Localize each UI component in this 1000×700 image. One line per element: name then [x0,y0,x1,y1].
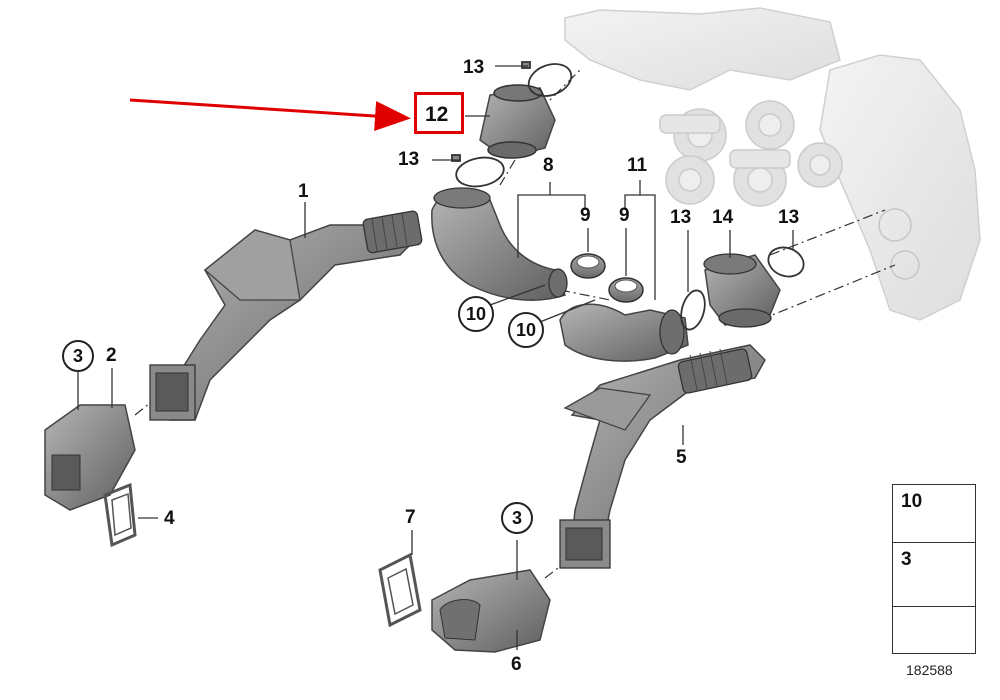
intake-pipe-8 [431,187,568,301]
clamp-13-mid [680,289,706,331]
leader-lines [77,65,794,650]
hose-14 [703,253,781,328]
callout-12: 12 [425,103,449,126]
callout-2: 2 [106,345,117,366]
duct-end-6 [431,569,551,653]
callout-9-right: 9 [619,205,630,226]
callout-6: 6 [511,654,522,675]
intake-pipe-11 [559,303,689,362]
hose-12 [479,84,556,159]
fastener-legend: 10 3 [892,484,976,654]
air-duct-5 [559,344,766,569]
duct-end-2 [44,404,136,511]
callout-1: 1 [298,181,309,202]
engine-illustration [564,7,981,321]
legend-cell-10: 10 [893,485,975,543]
callout-10-circled: 10 [458,296,494,332]
ring-9-left [570,253,606,279]
callout-9-left: 9 [580,205,591,226]
callout-4: 4 [164,508,175,529]
callout-14: 14 [712,207,734,228]
clamp-13-lower [451,154,505,188]
callout-7: 7 [405,507,416,528]
callout-13-top: 13 [463,57,485,78]
bracket-4 [103,482,137,548]
callout-13-mid: 13 [670,207,692,228]
clamp-13-top [521,61,573,97]
pointer-arrow [129,98,411,132]
air-duct-1 [149,210,423,421]
bracket-7 [378,552,422,628]
ring-9-right [608,277,644,303]
callout-10-circled-lower: 10 [508,312,544,348]
highlight-box [414,92,464,134]
clamp-13-right [767,246,805,278]
legend-label-3: 3 [901,549,912,570]
callout-11: 11 [627,155,648,176]
callout-13-right: 13 [778,207,800,228]
diagram-reference-number: 182588 [906,662,953,678]
callout-8: 8 [543,155,554,176]
legend-label-10: 10 [901,491,923,512]
callout-13-lower: 13 [398,149,420,170]
callout-3-circled-lower: 3 [501,502,533,534]
callout-3-circled: 3 [62,340,94,372]
legend-cell-3: 3 [893,543,975,607]
callout-5: 5 [676,447,687,468]
